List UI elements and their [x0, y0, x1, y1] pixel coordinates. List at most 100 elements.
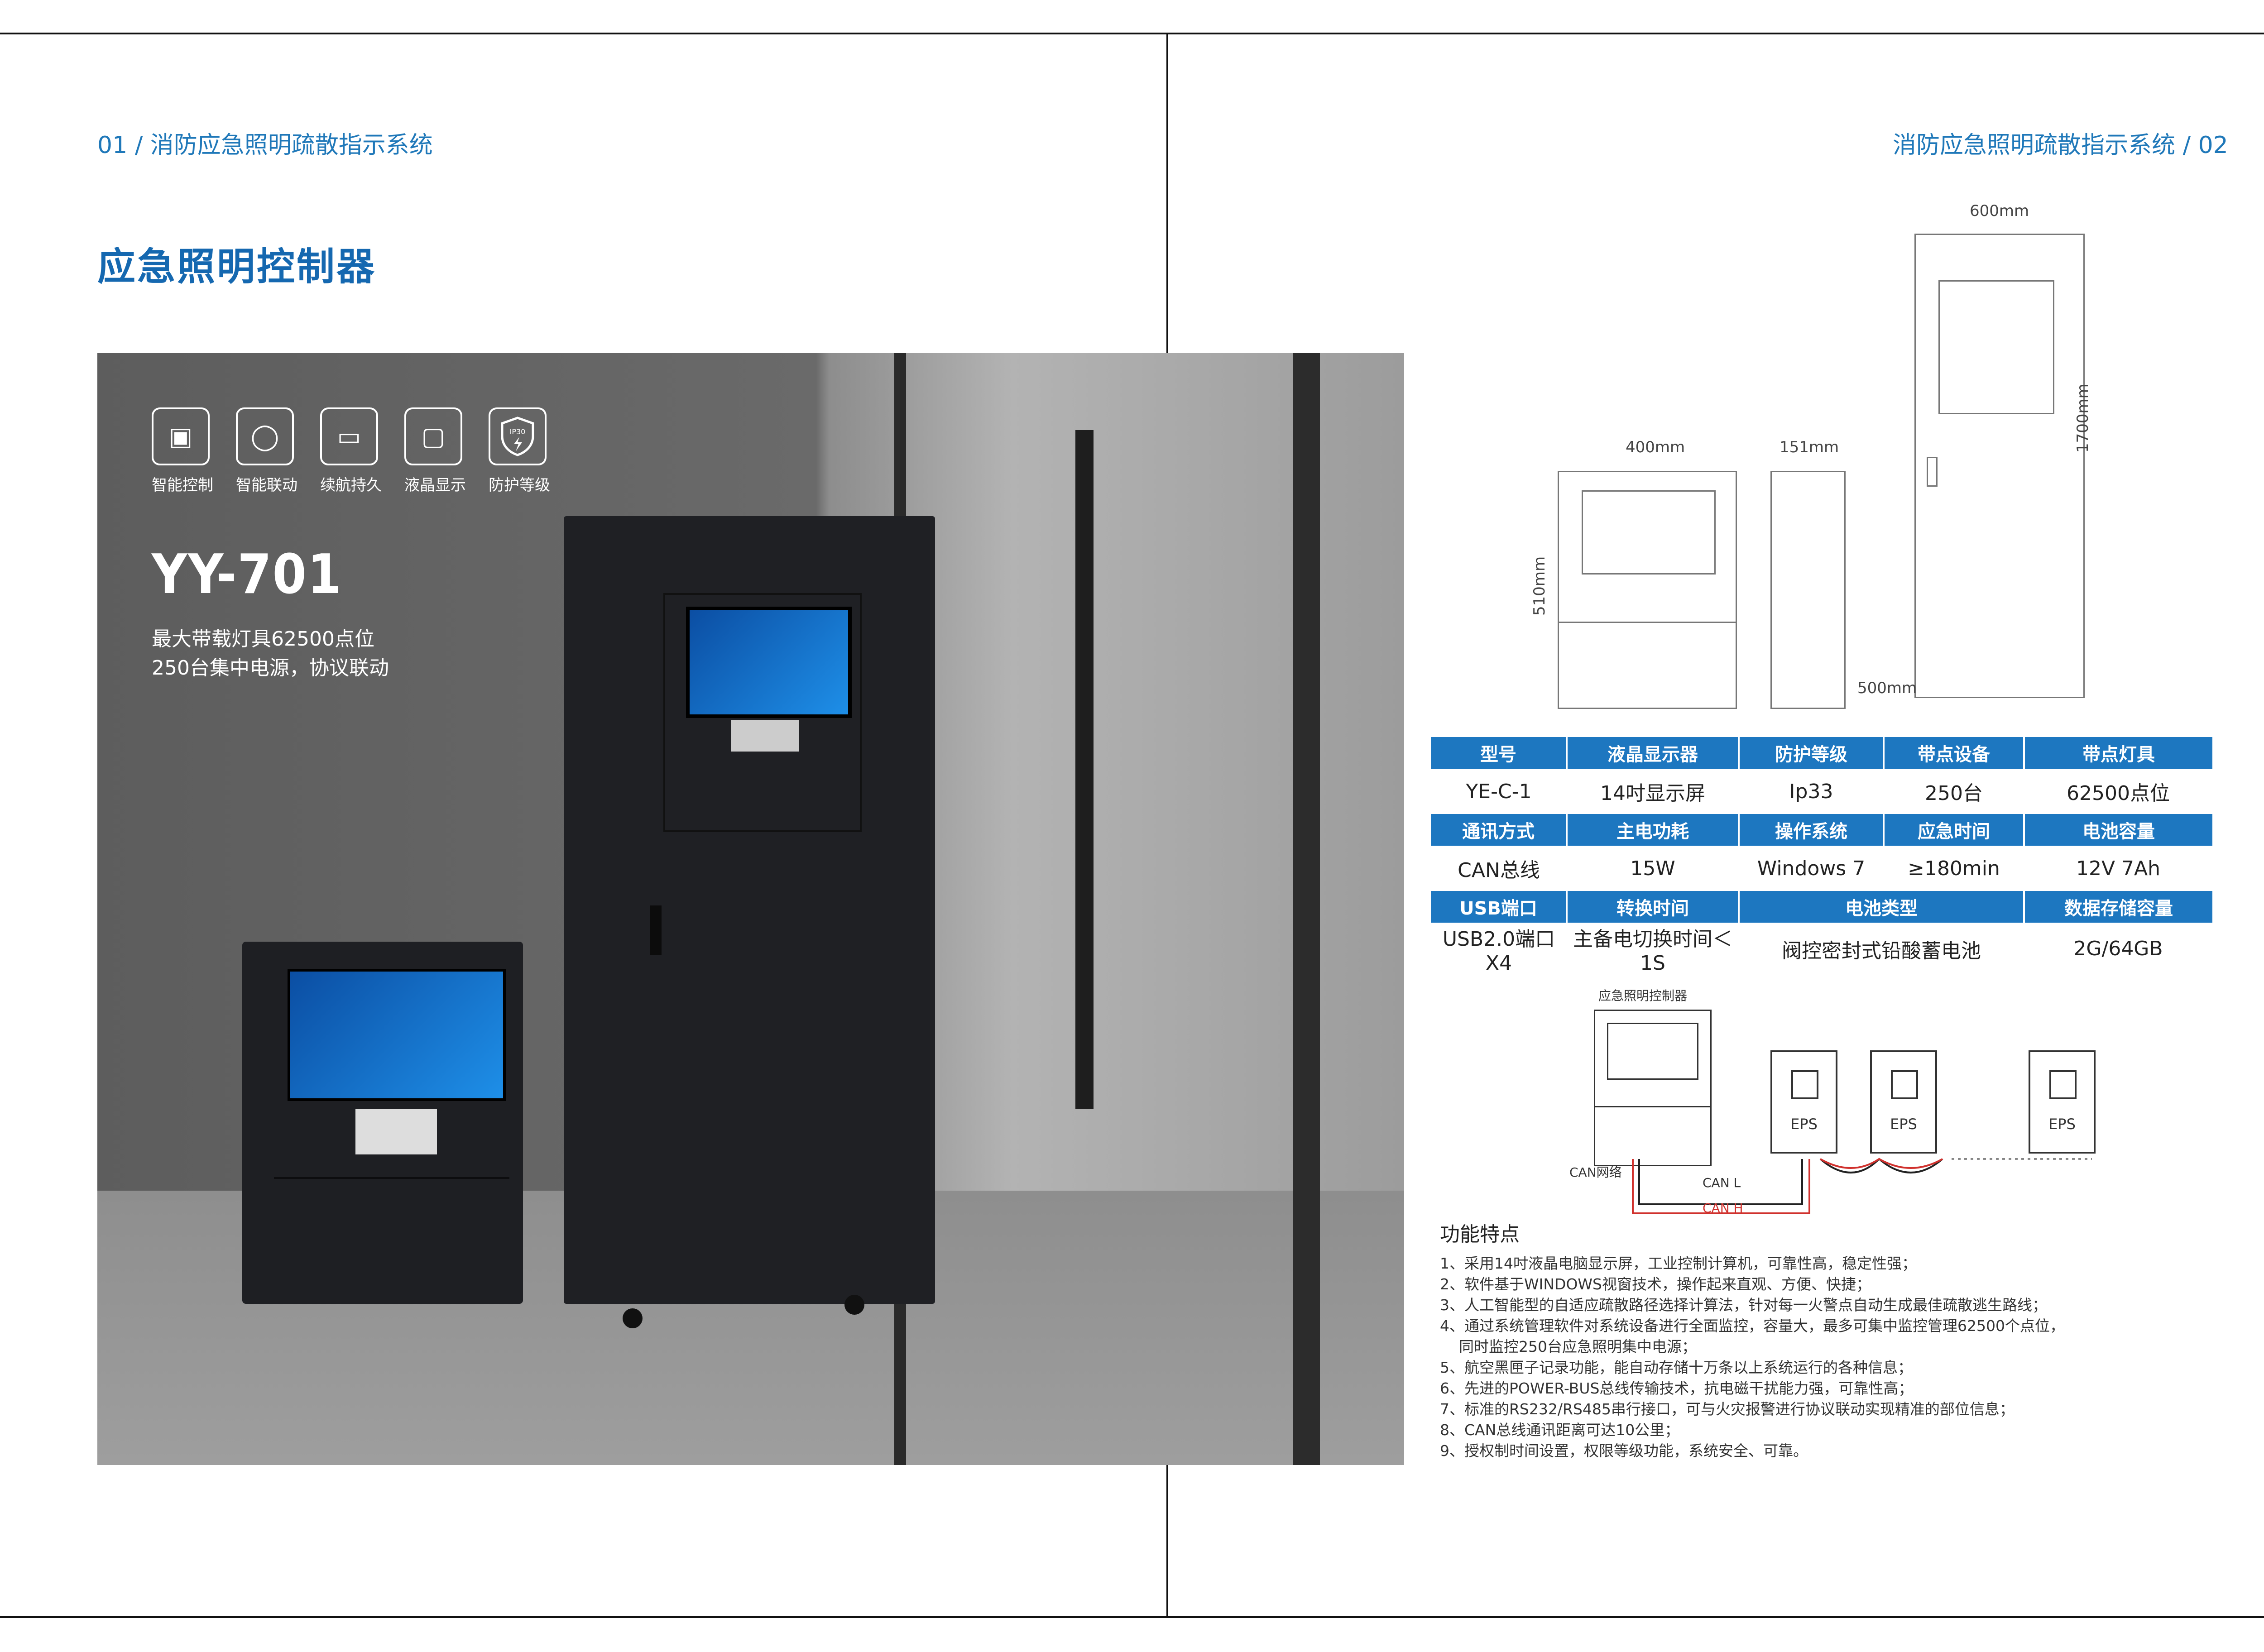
- spec-value-row: USB2.0端口X4 主备电切换时间＜1S 阀控密封式铅酸蓄电池 2G/64GB: [1431, 923, 2212, 975]
- feature-label: 智能联动: [236, 476, 297, 494]
- feature-shield: IP30 防护等级: [489, 407, 550, 495]
- glass-frame-right: [1293, 353, 1320, 1465]
- shield-text: IP30: [510, 427, 526, 436]
- shield-icon: IP30: [489, 407, 547, 465]
- can-h-label: CAN H: [1703, 1201, 1743, 1216]
- spec-cell: 14吋显示屏: [1600, 782, 1705, 805]
- spec-value-row: YE-C-1 14吋显示屏 Ip33 250台 62500点位: [1431, 769, 2212, 814]
- spec-cell: YE-C-1: [1466, 780, 1532, 803]
- drawing-wall-side: [1770, 471, 1846, 709]
- cabinet-screen: [686, 607, 852, 718]
- door-handle: [1075, 430, 1094, 1109]
- dim-tall-height: 1700mm: [2074, 383, 2092, 453]
- drawing-tall-cabinet: [1914, 234, 2085, 698]
- spec-cell: 12V 7Ah: [2076, 857, 2161, 880]
- wall-lower-door: [274, 1177, 509, 1288]
- dim-wall-width: 400mm: [1626, 438, 1685, 456]
- feature-item: 4、通过系统管理软件对系统设备进行全面监控，容量大，最多可集中监控管理62500…: [1440, 1317, 2065, 1335]
- running-head-right: 消防应急照明疏散指示系统 / 02: [1893, 132, 2228, 159]
- features-heading: 功能特点: [1440, 1223, 1520, 1246]
- spec-header-cell: 电池类型: [1738, 891, 2024, 923]
- cabinet-wheel: [623, 1308, 643, 1328]
- page-title: 应急照明控制器: [97, 244, 377, 289]
- can-l-label: CAN L: [1703, 1175, 1741, 1190]
- spec-cell: 15W: [1630, 857, 1675, 880]
- feature-label: 智能控制: [152, 476, 213, 494]
- tagline-line: 最大带载灯具62500点位: [152, 627, 374, 651]
- spec-cell: 2G/64GB: [2073, 937, 2163, 960]
- spec-header-cell: 主电功耗: [1566, 814, 1739, 846]
- diagram-controller: [1594, 1010, 1712, 1166]
- cabinet-wheel: [844, 1295, 864, 1315]
- cabinet-panel: [663, 593, 862, 832]
- spec-header-cell: 液晶显示器: [1566, 737, 1739, 769]
- feature-item: 3、人工智能型的自适应疏散路径选择计算法，针对每一火警点自动生成最佳疏散逃生路线…: [1440, 1296, 2047, 1314]
- top-rule: [0, 33, 2264, 34]
- feature-item: 7、标准的RS232/RS485串行接口，可与火灾报警进行协议联动实现精准的部位…: [1440, 1400, 2015, 1418]
- feature-item: 5、航空黑匣子记录功能，能自动存储十万条以上系统运行的各种信息；: [1440, 1359, 1913, 1376]
- feature-item: 2、软件基于WINDOWS视窗技术，操作起来直观、方便、快捷；: [1440, 1275, 1871, 1293]
- dim-tall-width: 600mm: [1970, 202, 2029, 220]
- spec-header-cell: 应急时间: [1883, 814, 2024, 846]
- feature-chip: ▣ 智能控制: [152, 407, 213, 495]
- spec-header-cell: 带点灯具: [2023, 737, 2212, 769]
- spec-cell: CAN总线: [1458, 859, 1540, 882]
- spec-header-cell: 带点设备: [1883, 737, 2024, 769]
- spec-header-cell: USB端口: [1431, 891, 1567, 923]
- spec-cell: USB2.0端口X4: [1442, 928, 1555, 975]
- spec-header-cell: 操作系统: [1738, 814, 1884, 846]
- spec-header-row: 通讯方式 主电功耗 操作系统 应急时间 电池容量: [1431, 814, 2212, 846]
- cabinet-lock: [650, 905, 662, 955]
- spec-header-row: USB端口 转换时间 电池类型 数据存储容量: [1431, 891, 2212, 923]
- spec-cell: Windows 7: [1757, 857, 1866, 880]
- spec-header-cell: 数据存储容量: [2023, 891, 2212, 923]
- spec-cell: ≥180min: [1908, 857, 2000, 880]
- spec-cell: Ip33: [1789, 780, 1833, 803]
- feature-item: 9、授权制时间设置，权限等级功能，系统安全、可靠。: [1440, 1442, 1808, 1460]
- eps-unit: EPS: [1770, 1050, 1837, 1154]
- spec-value-row: CAN总线 15W Windows 7 ≥180min 12V 7Ah: [1431, 846, 2212, 891]
- battery-icon: ▭: [320, 407, 378, 465]
- spec-cell: 250台: [1925, 782, 1983, 805]
- spec-table: 型号 液晶显示器 防护等级 带点设备 带点灯具 YE-C-1 14吋显示屏 Ip…: [1431, 737, 2212, 975]
- tagline-line: 250台集中电源，协议联动: [152, 656, 389, 680]
- cabinet-controller: [564, 516, 935, 1304]
- feature-label: 续航持久: [320, 476, 382, 494]
- eps-label: EPS: [1890, 1116, 1917, 1133]
- feature-network: ◯ 智能联动: [236, 407, 297, 495]
- feature-item: 8、CAN总线通讯距离可达10公里；: [1440, 1421, 1680, 1439]
- controller-label: 应急照明控制器: [1598, 988, 1688, 1003]
- eps-unit: EPS: [1870, 1050, 1937, 1154]
- eps-label: EPS: [2048, 1116, 2076, 1133]
- drawing-wall-front: [1558, 471, 1737, 709]
- wall-screen: [288, 969, 506, 1101]
- model-name: YY-701: [152, 543, 342, 606]
- eps-unit: EPS: [2029, 1050, 2096, 1154]
- feature-battery: ▭ 续航持久: [320, 407, 382, 495]
- monitor-icon: ▢: [404, 407, 462, 465]
- cabinet-keypad: [731, 720, 799, 752]
- can-bus-wiring: [1632, 1158, 2092, 1214]
- spec-cell: 阀控密封式铅酸蓄电池: [1782, 939, 1981, 962]
- dim-wall-height: 510mm: [1530, 556, 1549, 616]
- dim-tall-depth: 500mm: [1857, 679, 1917, 697]
- feature-monitor: ▢ 液晶显示: [404, 407, 466, 495]
- spec-header-row: 型号 液晶显示器 防护等级 带点设备 带点灯具: [1431, 737, 2212, 769]
- feature-item: 6、先进的POWER-BUS总线传输技术，抗电磁干扰能力强，可靠性高；: [1440, 1379, 1914, 1397]
- wall-keypad: [355, 1109, 437, 1154]
- eps-label: EPS: [1790, 1116, 1818, 1133]
- spec-header-cell: 防护等级: [1738, 737, 1884, 769]
- shield-svg: IP30: [501, 417, 534, 456]
- can-network-label: CAN网络: [1569, 1165, 1622, 1180]
- feature-item: 1、采用14吋液晶电脑显示屏，工业控制计算机，可靠性高，稳定性强；: [1440, 1255, 1917, 1272]
- product-photo: ▣ 智能控制 ◯ 智能联动 ▭ 续航持久 ▢ 液晶显示 IP30 防护等级: [97, 353, 1404, 1465]
- network-icon: ◯: [236, 407, 294, 465]
- wall-mounted-controller: [242, 942, 523, 1304]
- spec-header-cell: 型号: [1431, 737, 1567, 769]
- spec-cell: 主备电切换时间＜1S: [1573, 928, 1732, 975]
- tagline: 最大带载灯具62500点位 250台集中电源，协议联动: [152, 625, 389, 683]
- feature-icons: ▣ 智能控制 ◯ 智能联动 ▭ 续航持久 ▢ 液晶显示 IP30 防护等级: [152, 407, 550, 495]
- chip-icon: ▣: [152, 407, 210, 465]
- feature-label: 液晶显示: [404, 476, 466, 494]
- features-section: 功能特点 1、采用14吋液晶电脑显示屏，工业控制计算机，可靠性高，稳定性强； 2…: [1440, 1218, 2255, 1461]
